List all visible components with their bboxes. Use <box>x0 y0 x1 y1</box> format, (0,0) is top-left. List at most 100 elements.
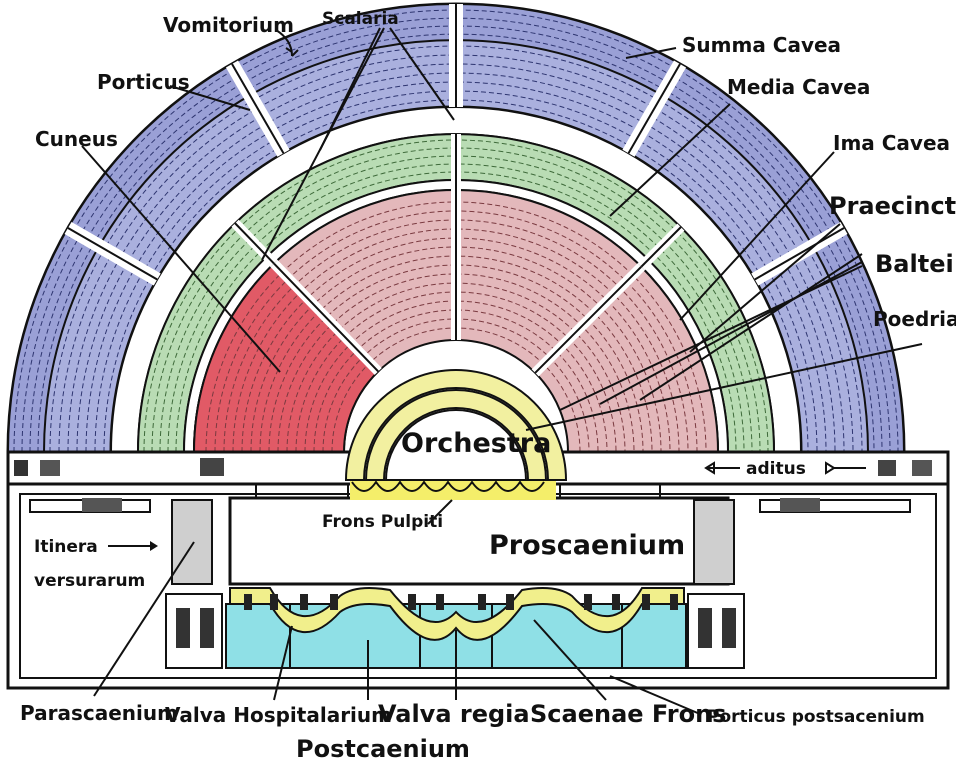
label-praecinctios: Praecinctios <box>829 192 956 220</box>
leader-scaenae-frons <box>533 619 607 701</box>
ima-cavea-seat-row <box>241 237 671 453</box>
room-column <box>176 608 190 648</box>
frons-column <box>244 594 252 610</box>
frons-columns <box>244 594 678 610</box>
frons-column <box>612 594 620 610</box>
leader-scalaria-2 <box>389 27 455 121</box>
aditus-arrow-left <box>704 461 715 475</box>
leader-porticus <box>169 85 251 111</box>
frons-column <box>506 594 514 610</box>
leader-poedria <box>525 343 923 431</box>
leader-baltei-1 <box>639 253 863 401</box>
cavea-rings <box>6 2 948 454</box>
corridor-right <box>759 499 911 513</box>
frons-column <box>270 594 278 610</box>
leader-baltei-3 <box>599 261 863 405</box>
vomitorium-aisle <box>754 227 845 281</box>
label-valva-hospitalarium: Valva Hospitalarium <box>165 703 392 727</box>
vomitorium-aisle <box>67 227 158 281</box>
scaenae-frons-wall <box>229 587 685 641</box>
summa-cavea-seat-row <box>49 45 863 453</box>
scalaria-ima <box>534 266 642 374</box>
frons-column <box>584 594 592 610</box>
ima-cavea-seat-row <box>313 309 599 453</box>
label-scalaria: Scalaria <box>322 9 399 29</box>
scalaria-ima <box>273 262 379 373</box>
leader-lines <box>81 27 923 715</box>
frons-pulpiti-niches <box>351 480 545 492</box>
vomitorium-aisle <box>627 63 681 154</box>
leader-cuneus <box>81 145 281 373</box>
strip-block <box>878 460 896 476</box>
frons-pulpiti-band <box>350 480 556 500</box>
label-itinera: Itinera <box>34 537 98 557</box>
frons-column <box>670 594 678 610</box>
scalaria-media <box>234 222 275 265</box>
strip-block <box>40 460 60 476</box>
corridor-block <box>780 498 820 512</box>
label-parascaenium: Parascaenium <box>20 701 178 725</box>
label-media-cavea: Media Cavea <box>727 75 870 99</box>
label-poedria: Poedria <box>873 307 956 331</box>
room-column <box>698 608 712 648</box>
stage-building <box>6 450 950 690</box>
ima-cavea-seat-row <box>277 273 635 453</box>
strip-block <box>912 460 932 476</box>
frons-column <box>330 594 338 610</box>
side-room-left <box>165 593 223 669</box>
frons-column <box>436 594 444 610</box>
room-column <box>200 608 214 648</box>
leader-frons-pulpiti <box>427 499 453 525</box>
ima-cavea-seat-row <box>268 264 644 453</box>
label-valva-regia: Valva regia <box>378 700 530 728</box>
leader-parascaenium <box>93 541 195 697</box>
label-proscaenium: Proscaenium <box>489 530 685 561</box>
label-orchestra: Orchestra <box>401 428 551 459</box>
label-aditus: aditus <box>746 459 806 479</box>
summa-cavea-seat-row <box>58 54 854 453</box>
label-scaenae-frons: Scaenae Frons <box>530 700 726 728</box>
label-porticus: Porticus <box>97 70 190 94</box>
orchestra-floor <box>384 409 528 481</box>
labels: Vomitorium Scalaria Summa Cavea Porticus… <box>20 9 956 763</box>
itinera-arrow <box>150 541 158 551</box>
leader-vomitorium-arrow <box>285 47 299 57</box>
leader-vomitorium <box>275 29 293 57</box>
strip-block <box>14 460 28 476</box>
vomitorium-aisle <box>231 63 285 154</box>
porticus-row <box>13 9 899 453</box>
orchestra-ring-inner <box>364 389 548 481</box>
parascaenium-left <box>171 499 213 585</box>
frons-column <box>478 594 486 610</box>
frons-column <box>408 594 416 610</box>
frons-column <box>642 594 650 610</box>
label-cuneus: Cuneus <box>35 127 118 151</box>
leader-media-cavea <box>609 103 731 217</box>
leader-porticus-postsacenium <box>609 675 701 715</box>
strip-block <box>200 458 224 476</box>
leader-valva-hospitalarium <box>273 625 293 701</box>
pulpitum-step-left <box>255 483 349 499</box>
parascaenium-right <box>693 499 735 585</box>
label-porticus-postsacenium: Porticus postsacenium <box>707 707 925 727</box>
label-summa-cavea: Summa Cavea <box>682 33 841 57</box>
label-ima-cavea: Ima Cavea <box>833 131 950 155</box>
frons-column <box>300 594 308 610</box>
label-postcaenium: Postcaenium <box>296 735 470 763</box>
aditus-arrow-right <box>825 461 836 475</box>
room-column <box>722 608 736 648</box>
pulpitum-step-right <box>559 483 661 499</box>
leader-summa-cavea <box>625 47 677 59</box>
leader-ima-cavea <box>679 151 835 321</box>
orchestra-area <box>344 369 568 481</box>
label-baltei: Baltei <box>875 250 954 278</box>
ima-cavea-seat-row <box>304 300 608 453</box>
label-frons-pulpiti: Frons Pulpiti <box>322 512 443 532</box>
leader-scalaria-3 <box>261 27 385 261</box>
media-cavea-seat-row <box>175 171 737 453</box>
leader-praecinctios <box>689 223 841 353</box>
corridor-block <box>82 498 122 512</box>
orchestra-ring-outer <box>344 369 568 481</box>
